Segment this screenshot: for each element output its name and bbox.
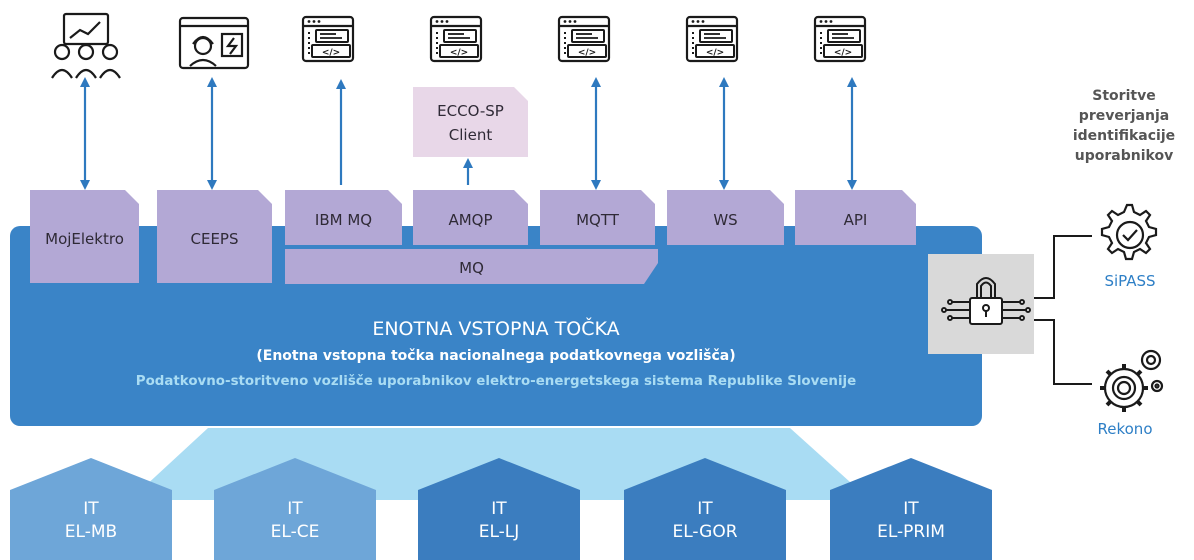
- node-shape-el-lj: [418, 458, 580, 560]
- side-heading-line4: uporabnikov: [1074, 148, 1174, 164]
- side-heading: Storitve preverjanja identifikacije upor…: [1056, 86, 1192, 166]
- main-title: ENOTNA VSTOPNA TOČKA: [372, 318, 620, 340]
- side-heading-line3: identifikacije: [1072, 128, 1176, 144]
- protocol-box-mqtt: [540, 190, 655, 245]
- protocol-label-ibmmq: IBM MQ: [314, 211, 373, 229]
- connector-sipass: [1034, 235, 1092, 299]
- node-el-prim: IT EL-PRIM: [829, 498, 993, 544]
- node-el-gor: IT EL-GOR: [623, 498, 787, 544]
- code-window-icon: [557, 15, 611, 63]
- node-el-lj: IT EL-LJ: [417, 498, 581, 544]
- users-presentation-icon: [51, 12, 121, 79]
- service-label-sipass: SiPASS: [1104, 272, 1156, 290]
- gears-icon: [1100, 349, 1164, 412]
- connector-rekono: [1034, 319, 1092, 385]
- node-shape-el-ce: [214, 458, 376, 560]
- protocol-label-amqp: AMQP: [448, 211, 493, 229]
- ecco-client-box: [413, 87, 528, 157]
- node-line2: EL-GOR: [672, 522, 738, 542]
- protocol-box-ceeps: [157, 190, 272, 283]
- protocol-label-mqtt: MQTT: [576, 211, 619, 229]
- node-el-mb: IT EL-MB: [9, 498, 173, 544]
- node-line2: EL-PRIM: [877, 522, 945, 542]
- protocol-label-ws: WS: [713, 211, 738, 229]
- side-heading-line1: Storitve: [1092, 88, 1156, 104]
- main-subtitle: (Enotna vstopna točka nacionalnega podat…: [256, 348, 736, 364]
- side-heading-line2: preverjanja: [1078, 108, 1170, 124]
- protocol-box-mojelektro: [30, 190, 139, 283]
- node-shape-el-mb: [10, 458, 172, 560]
- mq-band: [285, 249, 658, 284]
- protocol-box-ws: [667, 190, 784, 245]
- engineer-screen-icon: [178, 16, 250, 70]
- node-shape-el-gor: [624, 458, 786, 560]
- code-window-icon: [301, 15, 355, 63]
- main-description: Podatkovno-storitveno vozlišče uporabnik…: [135, 374, 857, 389]
- node-line2: EL-CE: [270, 522, 320, 542]
- node-line2: EL-LJ: [478, 522, 520, 542]
- node-line1: IT: [83, 499, 99, 519]
- code-window-icon: [685, 15, 739, 63]
- node-line1: IT: [903, 499, 919, 519]
- bottom-shapes: [10, 458, 992, 560]
- service-label-rekono: Rekono: [1097, 420, 1153, 438]
- mq-label: MQ: [459, 259, 484, 277]
- node-line2: EL-MB: [64, 522, 118, 542]
- node-line1: IT: [491, 499, 507, 519]
- ecco-client-line2: Client: [448, 126, 493, 144]
- protocol-shapes: [30, 190, 916, 284]
- protocol-label-api: API: [843, 211, 868, 229]
- protocol-box-api: [795, 190, 916, 245]
- node-line1: IT: [287, 499, 303, 519]
- node-shape-el-prim: [830, 458, 992, 560]
- node-el-ce: IT EL-CE: [213, 498, 377, 544]
- code-window-icon: [429, 15, 483, 63]
- ecco-client-line1: ECCO-SP: [437, 102, 504, 120]
- protocol-label-ceeps: CEEPS: [190, 230, 239, 248]
- protocol-box-ibmmq: [285, 190, 402, 245]
- circuit-lock-icon: [941, 277, 1031, 325]
- protocol-box-amqp: [413, 190, 528, 245]
- protocol-label-mojelektro: MojElektro: [45, 230, 124, 248]
- node-line1: IT: [697, 499, 713, 519]
- gear-check-icon: [1100, 203, 1158, 261]
- code-window-icon: [813, 15, 867, 63]
